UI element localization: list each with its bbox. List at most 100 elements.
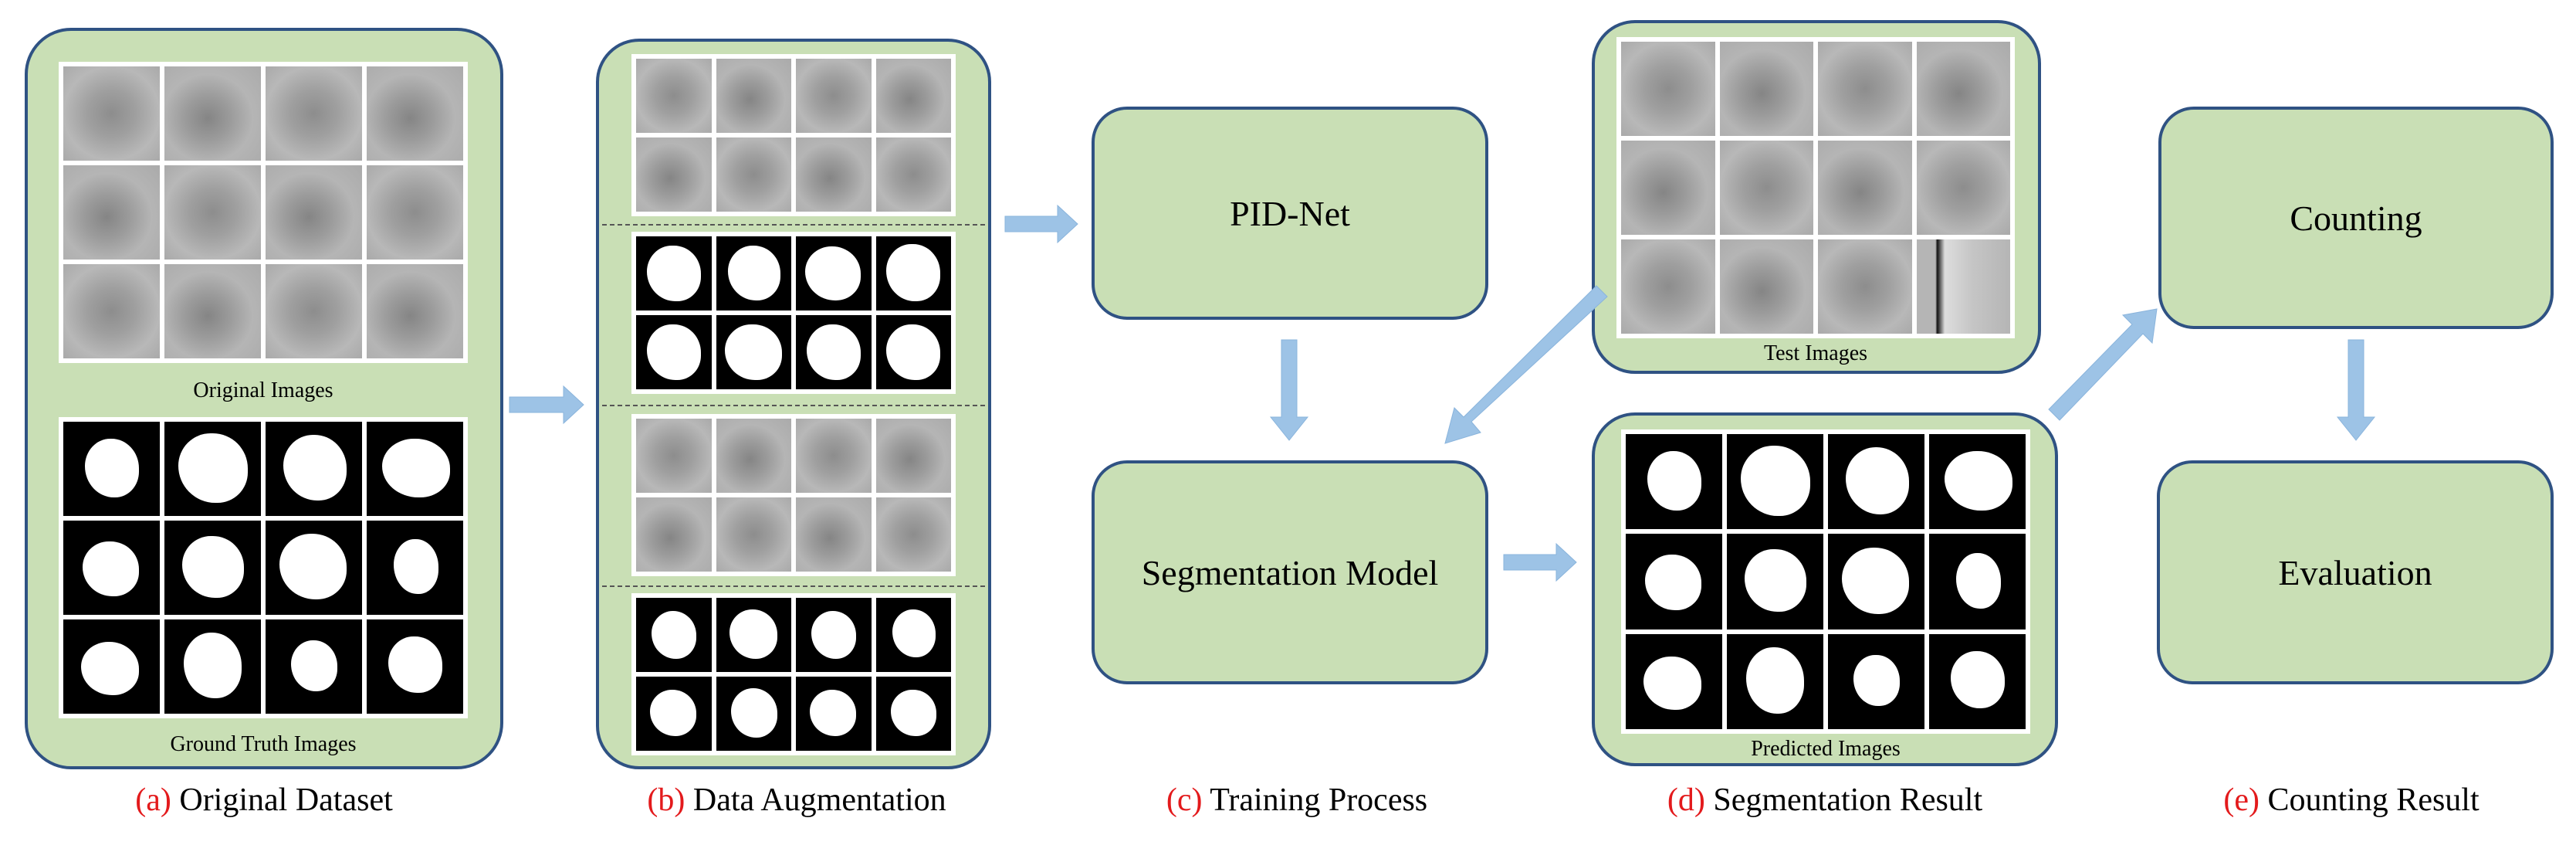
arrow-model-to-predicted [1503, 542, 1577, 582]
test-image [1916, 141, 2010, 235]
augmented-mask [716, 315, 791, 389]
augmented-original-grid [631, 54, 956, 216]
test-image [1818, 42, 1912, 136]
augmented-image [875, 137, 951, 212]
section-divider [602, 405, 985, 406]
original-image [164, 264, 261, 358]
label-tag: (c) [1166, 782, 1203, 818]
predicted-mask [1626, 633, 1722, 729]
label-training-process: (c) Training Process [1065, 782, 1528, 819]
test-image [1719, 239, 1813, 334]
original-images-grid [59, 62, 468, 363]
ground-truth-mask [367, 619, 463, 714]
original-images-caption: Original Images [193, 378, 333, 402]
ground-truth-mask [367, 521, 463, 615]
test-images-grid [1616, 37, 2015, 338]
augmented-mask [716, 236, 791, 311]
ground-truth-mask [164, 619, 261, 714]
predicted-mask [1929, 434, 2026, 530]
original-image [63, 264, 160, 358]
evaluation-box: Evaluation [2157, 460, 2554, 684]
test-image [1719, 42, 1813, 136]
test-image [1916, 42, 2010, 136]
section-divider [602, 224, 985, 226]
ground-truth-mask [63, 422, 160, 516]
predicted-mask [1929, 534, 2026, 630]
ground-truth-grid [59, 417, 468, 718]
augmented-mask-grid [631, 232, 956, 394]
test-image [1916, 239, 2010, 334]
original-image [367, 264, 463, 358]
predicted-mask [1626, 534, 1722, 630]
label-tag: (e) [2223, 782, 2260, 818]
label-tag: (a) [135, 782, 171, 818]
ground-truth-mask [63, 619, 160, 714]
test-image [1621, 42, 1715, 136]
label-segmentation-result: (d) Segmentation Result [1592, 782, 2058, 819]
predicted-mask [1929, 633, 2026, 729]
section-divider [602, 585, 985, 587]
augmented-image [636, 419, 712, 493]
augmented-image [716, 419, 791, 493]
arrow-b-to-c [1004, 204, 1078, 244]
arrow-counting-to-evaluation [2336, 339, 2376, 441]
test-images-caption: Test Images [1763, 341, 1868, 365]
original-image [367, 66, 463, 161]
original-image [266, 264, 362, 358]
label-data-augmentation: (b) Data Augmentation [565, 782, 1028, 819]
augmented-image [875, 497, 951, 572]
original-image [266, 66, 362, 161]
ground-truth-mask [164, 422, 261, 516]
label-tag: (d) [1667, 782, 1705, 818]
ground-truth-mask [266, 521, 362, 615]
augmented-mask [636, 236, 712, 311]
ground-truth-mask [367, 422, 463, 516]
predicted-mask [1727, 434, 1823, 530]
predicted-images-caption: Predicted Images [1751, 737, 1901, 761]
augmented-image [636, 59, 712, 133]
ground-truth-mask [266, 619, 362, 714]
label-text: Counting Result [2259, 782, 2480, 818]
original-image [367, 165, 463, 260]
augmented-mask [716, 598, 791, 672]
pid-net-box: PID-Net [1092, 107, 1488, 320]
augmented-image [716, 497, 791, 572]
augmented-mask [636, 598, 712, 672]
predicted-mask [1727, 534, 1823, 630]
predicted-images-grid [1621, 429, 2030, 734]
original-image [63, 165, 160, 260]
ground-truth-caption: Ground Truth Images [170, 732, 357, 756]
label-text: Original Dataset [171, 782, 393, 818]
predicted-mask [1828, 534, 1924, 630]
augmented-image [796, 497, 872, 572]
augmented-mask [875, 677, 951, 751]
test-image [1818, 141, 1912, 235]
test-image [1621, 141, 1715, 235]
label-counting-result: (e) Counting Result [2127, 782, 2575, 819]
label-text: Training Process [1202, 782, 1428, 818]
arrow-a-to-b [509, 385, 584, 425]
predicted-mask [1828, 434, 1924, 530]
augmented-mask [796, 236, 872, 311]
original-image [164, 165, 261, 260]
augmented-variant-grid [631, 414, 956, 576]
augmented-mask [636, 315, 712, 389]
ground-truth-mask [266, 422, 362, 516]
ground-truth-mask [63, 521, 160, 615]
augmented-image [716, 137, 791, 212]
augmented-image [875, 419, 951, 493]
augmented-image [636, 137, 712, 212]
label-original-dataset: (a) Original Dataset [25, 782, 503, 819]
augmented-image [875, 59, 951, 133]
test-image [1818, 239, 1912, 334]
augmented-image [796, 137, 872, 212]
augmented-image [716, 59, 791, 133]
predicted-mask [1626, 434, 1722, 530]
original-image [266, 165, 362, 260]
ground-truth-mask [164, 521, 261, 615]
label-text: Data Augmentation [685, 782, 946, 818]
counting-box: Counting [2158, 107, 2554, 329]
augmented-mask [796, 598, 872, 672]
arrow-predicted-to-counting [2048, 308, 2158, 421]
augmented-mask [875, 236, 951, 311]
